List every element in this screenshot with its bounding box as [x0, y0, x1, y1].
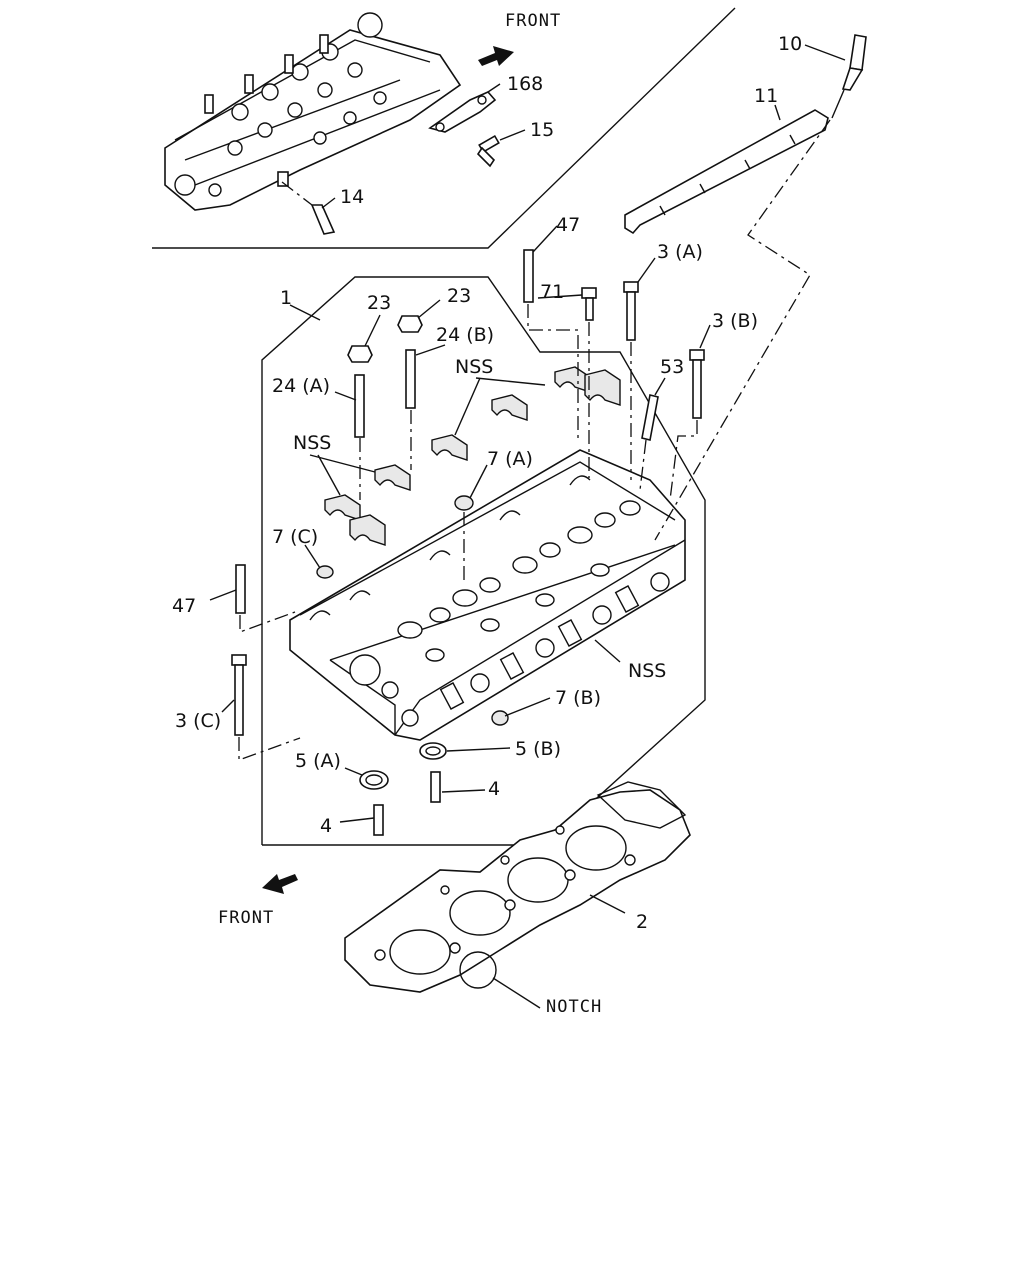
label-part-7c: 7 (C): [272, 526, 318, 548]
stud-14: [281, 181, 336, 235]
bracket-168: [428, 91, 497, 133]
stud-47-left: [235, 564, 296, 633]
label-part-53: 53: [660, 356, 684, 378]
main-frame: [261, 276, 706, 846]
label-part-47-left: 47: [172, 595, 196, 617]
label-part-14: 14: [340, 186, 364, 208]
label-part-11: 11: [754, 85, 778, 107]
bearing-caps: [324, 366, 621, 546]
label-part-23-left: 23: [367, 292, 391, 314]
label-part-24a: 24 (A): [272, 375, 330, 397]
label-front-top: FRONT: [505, 11, 561, 31]
label-part-10: 10: [778, 33, 802, 55]
bolt-71: [581, 287, 597, 478]
label-part-3c: 3 (C): [175, 710, 221, 732]
seal-5a: [359, 770, 389, 790]
label-part-71: 71: [540, 281, 564, 303]
label-part-7a: 7 (A): [487, 448, 533, 470]
label-part-15: 15: [530, 119, 554, 141]
labels: FRONT 10 168 11 15 14 47 3 (A) 1 23 23 7…: [172, 11, 802, 1017]
stud-47-top: [523, 249, 579, 440]
label-nss-left: NSS: [293, 432, 331, 454]
inset-frame: [152, 7, 736, 249]
nut-23-right: [397, 315, 423, 333]
plug-7b: [491, 710, 509, 726]
label-part-24b: 24 (B): [436, 324, 494, 346]
label-notch: NOTCH: [546, 997, 602, 1017]
plug-7a: [454, 495, 474, 580]
label-part-4-right: 4: [488, 778, 500, 800]
inset-cylinder-head: [164, 12, 462, 211]
label-part-3b: 3 (B): [712, 310, 758, 332]
nut-23-left: [347, 345, 373, 363]
stud-24b: [405, 349, 416, 470]
label-part-5a: 5 (A): [295, 750, 341, 772]
seal-5b: [419, 742, 447, 760]
front-arrow-top: [478, 46, 514, 66]
dowel-4-left: [373, 804, 384, 836]
label-part-2: 2: [636, 911, 648, 933]
head-gasket-2: [344, 781, 691, 993]
stud-24a: [354, 374, 365, 500]
bolt-15: [476, 134, 500, 168]
label-nss-right: NSS: [628, 660, 666, 682]
label-part-3a: 3 (A): [657, 241, 703, 263]
label-part-4-left: 4: [320, 815, 332, 837]
label-part-5b: 5 (B): [515, 738, 561, 760]
bolt-3b: [669, 349, 705, 501]
bolt-3c: [231, 654, 301, 761]
label-part-23-right: 23: [447, 285, 471, 307]
glow-plug-10: [831, 34, 867, 119]
label-part-47-top: 47: [556, 214, 580, 236]
plug-7c: [316, 565, 334, 579]
front-arrow-bottom: [262, 874, 298, 894]
notch-callout: [459, 951, 541, 1009]
dowel-4-right: [430, 771, 441, 803]
label-nss-top: NSS: [455, 356, 493, 378]
connector-bar-11: [624, 109, 829, 235]
bolt-3a: [623, 281, 639, 480]
label-part-1: 1: [280, 287, 292, 309]
leader-lines: [209, 44, 846, 914]
label-part-168: 168: [507, 73, 543, 95]
cylinder-head-body: [289, 449, 686, 741]
stud-53: [639, 394, 659, 491]
label-part-7b: 7 (B): [555, 687, 601, 709]
label-front-bottom: FRONT: [218, 908, 274, 928]
